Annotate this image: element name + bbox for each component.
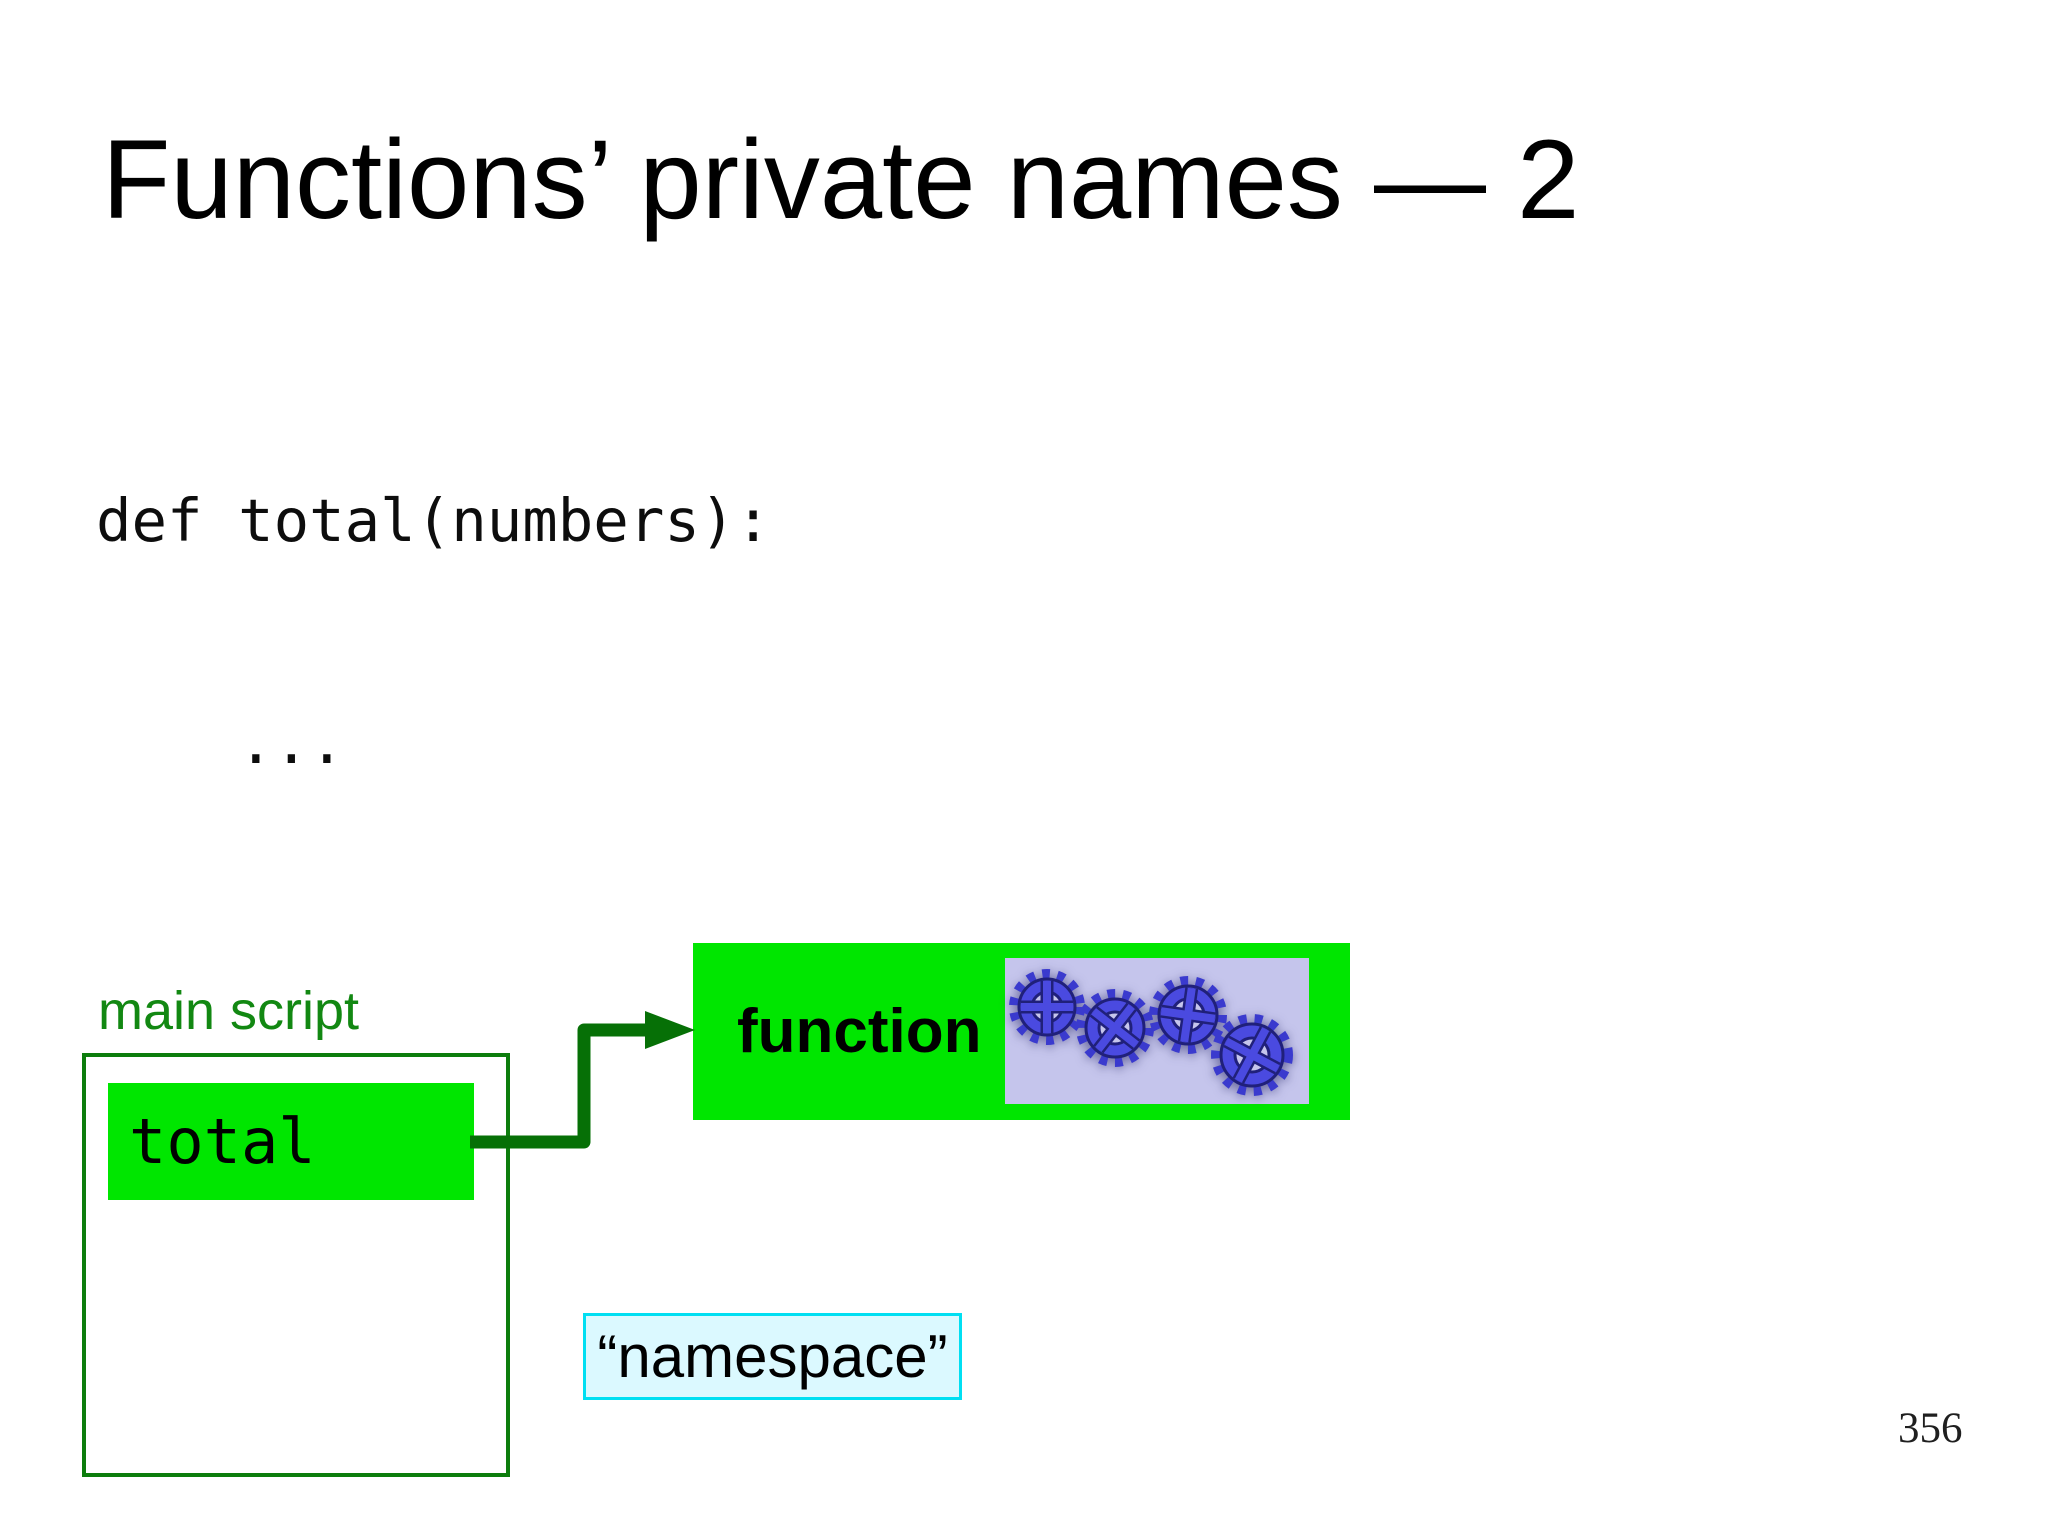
slide-title: Functions’ private names — 2 <box>102 117 1580 242</box>
total-variable-label: total <box>129 1105 316 1178</box>
page-number: 356 <box>1898 1405 1963 1452</box>
namespace-box: “namespace” <box>583 1313 962 1400</box>
main-script-label: main script <box>98 981 360 1041</box>
code-block: def total(numbers): ... <box>96 336 771 928</box>
arrowhead-icon <box>645 1011 695 1049</box>
gears-icon <box>1005 958 1309 1104</box>
code-line-2: ... <box>96 708 345 777</box>
total-variable-box: total <box>108 1083 474 1200</box>
code-line-1: def total(numbers): <box>96 486 771 555</box>
namespace-label: “namespace” <box>597 1323 948 1390</box>
function-object-label: function <box>737 997 982 1066</box>
function-object-box: function <box>693 943 1350 1120</box>
